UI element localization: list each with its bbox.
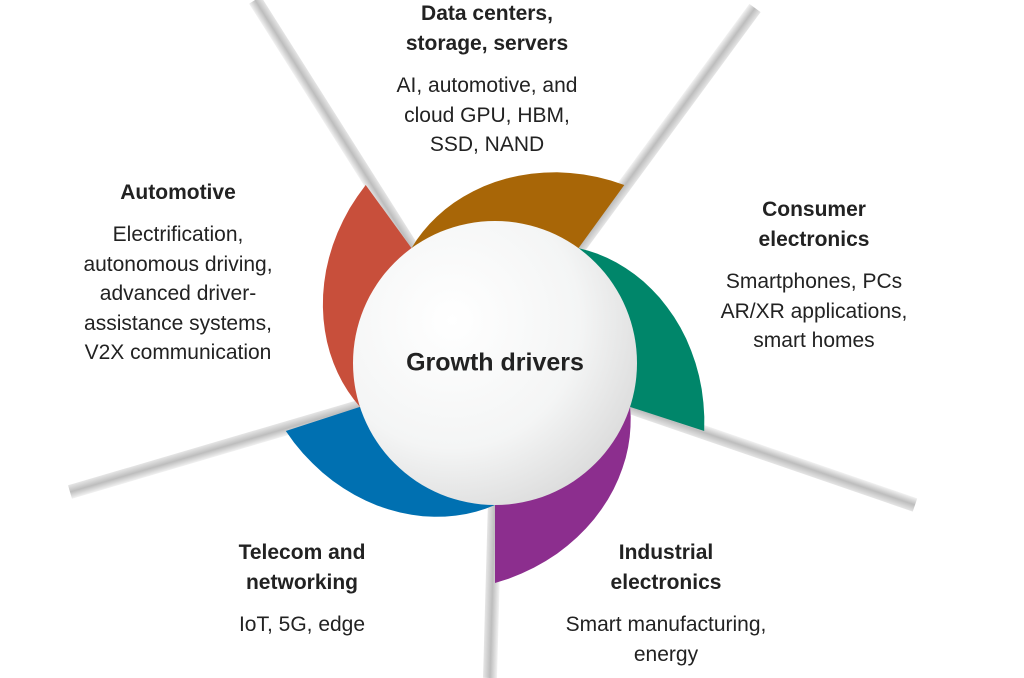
title-line: electronics <box>610 571 722 594</box>
label-industrial-electronics: Industrial electronics Smart manufacturi… <box>566 538 767 669</box>
body-line: AI, automotive, and <box>396 74 578 97</box>
label-data-centers: Data centers, storage, servers AI, autom… <box>397 0 578 160</box>
center-circle <box>353 221 637 505</box>
title-line: electronics <box>758 228 870 251</box>
body-line: AR/XR applications, <box>720 299 908 323</box>
title-line: Automotive <box>120 181 236 204</box>
segment-industrial <box>495 406 631 583</box>
segment-automotive <box>322 185 413 407</box>
title-line: networking <box>245 571 358 594</box>
body-line: advanced driver- <box>99 282 257 305</box>
body-line: energy <box>633 642 699 666</box>
body-line: V2X communication <box>84 341 272 364</box>
label-telecom-networking: Telecom and networking IoT, 5G, edge <box>239 538 366 640</box>
body-line: Smartphones, PCs <box>725 270 903 293</box>
center-label: Growth drivers <box>406 348 584 377</box>
segment-consumer <box>577 248 705 431</box>
body-line: autonomous driving, <box>83 252 273 276</box>
title-line: Data centers, <box>421 2 553 25</box>
body-line: SSD, NAND <box>429 133 545 156</box>
label-automotive: Automotive Electrification, autonomous d… <box>83 178 272 368</box>
title-line: storage, servers <box>405 32 569 55</box>
body-line: smart homes <box>753 329 875 352</box>
title-line: Consumer <box>762 198 866 221</box>
body-line: IoT, 5G, edge <box>238 613 366 636</box>
title-line: Telecom and <box>238 541 366 564</box>
title-line: Industrial <box>618 541 714 564</box>
body-line: cloud GPU, HBM, <box>404 103 570 127</box>
segment-data-centers <box>411 172 625 250</box>
segment-telecom <box>285 406 495 517</box>
divider-spike <box>68 398 367 499</box>
body-line: Electrification, <box>112 223 244 246</box>
label-consumer-electronics: Consumer electronics Smartphones, PCs AR… <box>721 195 908 356</box>
body-line: Smart manufacturing, <box>565 613 767 636</box>
body-line: assistance systems, <box>84 311 272 335</box>
divider-spike <box>249 0 421 256</box>
